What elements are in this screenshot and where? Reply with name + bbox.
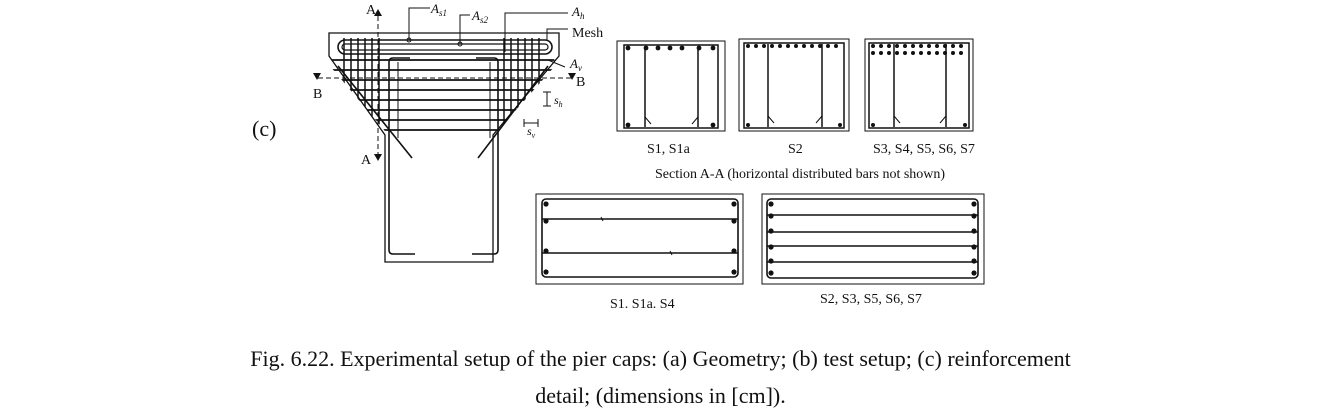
section-bb-s2	[761, 193, 985, 285]
figure-caption: Fig. 6.22. Experimental setup of the pie…	[0, 340, 1321, 414]
section-mark-b-right: B	[576, 75, 585, 90]
section-mark-b-left: B	[313, 87, 322, 102]
label-as2: As2	[471, 8, 488, 25]
panel-label: (c)	[252, 116, 277, 141]
section-aa-label-2: S2	[788, 142, 803, 157]
section-mark-a-bottom: A	[361, 153, 372, 168]
label-as1: As1	[430, 1, 447, 18]
section-aa-s2	[738, 38, 850, 132]
concrete-outline	[328, 32, 560, 263]
av-leader	[522, 59, 566, 68]
section-arrows	[313, 9, 576, 161]
section-bb-s1	[535, 193, 744, 285]
column-stirrup	[388, 57, 415, 255]
label-ah: Ah	[571, 4, 585, 21]
caption-line-2: detail; (dimensions in [cm]).	[535, 383, 786, 408]
diagonal-bar-right	[477, 65, 549, 159]
section-aa-s1	[616, 40, 726, 132]
as2-leader	[459, 14, 470, 44]
section-mark-a-top: A	[366, 3, 377, 18]
section-bb-label-2: S2, S3, S5, S6, S7	[820, 292, 922, 307]
column-stirrup-right	[472, 57, 499, 255]
vertical-stirrups	[343, 38, 540, 137]
label-sv: sv	[527, 124, 536, 140]
section-aa-label-3: S3, S4, S5, S6, S7	[873, 142, 975, 157]
section-aa-label-1: S1, S1a	[647, 142, 691, 157]
section-aa-s3	[864, 38, 974, 132]
column-inner-outline	[397, 62, 491, 138]
horizontal-bars	[330, 59, 555, 131]
top-bar-loop-2	[341, 43, 549, 51]
label-av: Av	[569, 56, 582, 73]
caption-line-1: Fig. 6.22. Experimental setup of the pie…	[250, 346, 1071, 371]
top-bar-loop	[337, 39, 553, 55]
ah-leader	[504, 12, 568, 52]
section-bb-label-1: S1. S1a. S4	[610, 297, 675, 312]
label-sh: sh	[554, 93, 563, 109]
label-mesh: Mesh	[572, 26, 603, 41]
as1-leader	[408, 7, 430, 40]
mesh-leader	[546, 28, 568, 40]
section-aa-title: Section A-A (horizontal distributed bars…	[655, 167, 945, 182]
